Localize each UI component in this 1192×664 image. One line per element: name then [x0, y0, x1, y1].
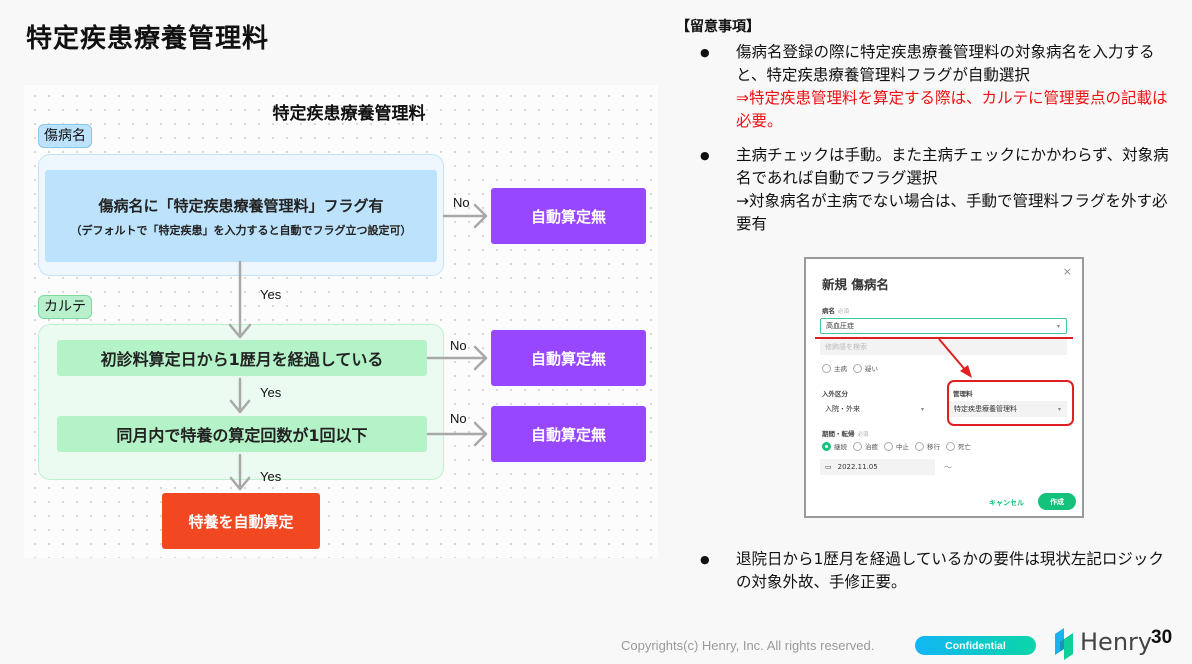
disease-group-tag: 傷病名 [38, 124, 92, 148]
note-highlight: ⇒特定疾患管理料を算定する際は、カルテに管理要点の記載は必要。 [736, 89, 1168, 130]
henry-logo-icon [1055, 628, 1073, 660]
chevron-down-icon: ▾ [1057, 405, 1061, 413]
no-auto-node-2: 自動算定無 [491, 330, 646, 386]
outcome-radio[interactable]: 死亡 [946, 441, 971, 451]
suspected-radio[interactable]: 疑い [853, 363, 878, 373]
main-disease-radio[interactable]: 主病 [822, 363, 847, 373]
edge-label-yes-2: Yes [260, 385, 282, 400]
red-arrow-icon [938, 338, 972, 378]
slide-title: 特定疾患療養管理料 [26, 24, 270, 54]
create-button[interactable]: 作成 [1038, 493, 1076, 510]
brand-name: Henry [1080, 628, 1153, 656]
chevron-down-icon: ▾ [920, 405, 924, 413]
bullet-icon: ● [700, 46, 710, 59]
note-detail: →対象病名が主病でない場合は、手動で管理料フラグを外す必要有 [736, 192, 1168, 233]
outcome-radio[interactable]: 継続 [822, 441, 847, 451]
first-visit-check-node: 初診料算定日から1歴月を経過している [57, 340, 427, 376]
flag-check-node: 傷病名に「特定疾患療養管理料」フラグ有 （デフォルトで「特定疾患」を入力すると自… [45, 170, 437, 262]
flowchart-canvas: 特定疾患療養管理料 傷病名 傷病名に「特定疾患療養管理料」フラグ有 （デフォルト… [24, 85, 658, 558]
flow-arrows [228, 203, 488, 491]
inout-label: 入外区分 [822, 390, 848, 398]
bullet-icon: ● [700, 553, 710, 566]
arrow-yes-3 [229, 453, 251, 491]
cancel-button[interactable]: キャンセル [989, 499, 1024, 507]
flag-options: 主病 疑い [822, 363, 878, 373]
chart-group-tag: カルテ [38, 295, 92, 319]
modal-title: 新規 傷病名 [822, 277, 889, 292]
period-label: 期間・転帰必須 [822, 430, 869, 438]
disease-label: 病名必須 [822, 307, 850, 315]
outcome-radio[interactable]: 移行 [915, 441, 940, 451]
arrow-yes-1 [228, 260, 252, 339]
inout-select[interactable]: 入院・外来 ▾ [825, 405, 924, 413]
outcome-radio[interactable]: 中止 [884, 441, 909, 451]
no-auto-node-1: 自動算定無 [491, 188, 646, 244]
notes-panel: 【留意事項】 ● 傷病名登録の際に特定疾患療養管理料の対象病名を入力すると、特定… [676, 16, 1176, 591]
range-separator: 〜 [944, 463, 952, 472]
chevron-down-icon: ▾ [1056, 322, 1060, 330]
note-text: 主病チェックは手動。また主病チェックにかかわらず、対象病名であれば自動でフラグ選… [736, 146, 1169, 187]
no-auto-node-3: 自動算定無 [491, 406, 646, 462]
red-underline [815, 337, 1073, 339]
arrow-no-2 [426, 345, 488, 371]
note-item: ● 退院日から1歴月を経過しているかの要件は現状左記ロジックの対象外故、手修正要… [676, 548, 1176, 594]
red-highlight-box [947, 380, 1074, 426]
edge-label-no-1: No [453, 195, 470, 210]
outcome-options: 継続 治癒 中止 移行 死亡 [822, 441, 971, 451]
mgmt-label: 管理料 [953, 390, 973, 398]
page-number: 30 [1151, 627, 1173, 648]
close-icon[interactable]: × [1062, 265, 1072, 278]
copyright-text: Copyrights(c) Henry, Inc. All rights res… [621, 638, 875, 653]
flag-check-main: 傷病名に「特定疾患療養管理料」フラグ有 [98, 196, 384, 215]
note-item: ● 傷病名登録の際に特定疾患療養管理料の対象病名を入力すると、特定疾患療養管理料… [676, 41, 1176, 133]
note-item: ● 主病チェックは手動。また主病チェックにかかわらず、対象病名であれば自動でフラ… [676, 144, 1176, 236]
count-check-node: 同月内で特養の算定回数が1回以下 [57, 416, 427, 452]
arrow-no-3 [426, 421, 488, 447]
arrow-yes-2 [229, 377, 251, 414]
confidential-badge: Confidential [915, 636, 1036, 655]
edge-label-no-3: No [450, 411, 467, 426]
modifier-search-input[interactable]: 修飾語を検索 [820, 339, 1067, 355]
arrow-no-1 [442, 203, 488, 229]
calendar-icon: ▭ [825, 463, 832, 471]
bullet-icon: ● [700, 149, 710, 162]
edge-label-yes-3: Yes [260, 469, 282, 484]
edge-label-yes-1: Yes [260, 287, 282, 302]
mgmt-fee-select[interactable]: 特定疾患療養管理料 ▾ [949, 401, 1067, 417]
auto-calc-node: 特養を自動算定 [162, 493, 320, 549]
disease-select[interactable]: 高血圧症 ▾ [820, 318, 1067, 334]
note-text: 退院日から1歴月を経過しているかの要件は現状左記ロジックの対象外故、手修正要。 [736, 550, 1164, 591]
start-date-input[interactable]: ▭ 2022.11.05 [820, 459, 935, 475]
notes-heading: 【留意事項】 [676, 19, 760, 35]
outcome-radio[interactable]: 治癒 [853, 441, 878, 451]
flowchart-title: 特定疾患療養管理料 [272, 104, 426, 124]
edge-label-no-2: No [450, 338, 467, 353]
note-text: 傷病名登録の際に特定疾患療養管理料の対象病名を入力すると、特定疾患療養管理料フラ… [736, 43, 1155, 84]
flag-check-sub: （デフォルトで「特定疾患」を入力すると自動でフラグ立つ設定可） [70, 223, 412, 237]
new-disease-modal-screenshot: × 新規 傷病名 病名必須 高血圧症 ▾ 修飾語を検索 主病 疑い 入外区分 入… [804, 257, 1084, 518]
